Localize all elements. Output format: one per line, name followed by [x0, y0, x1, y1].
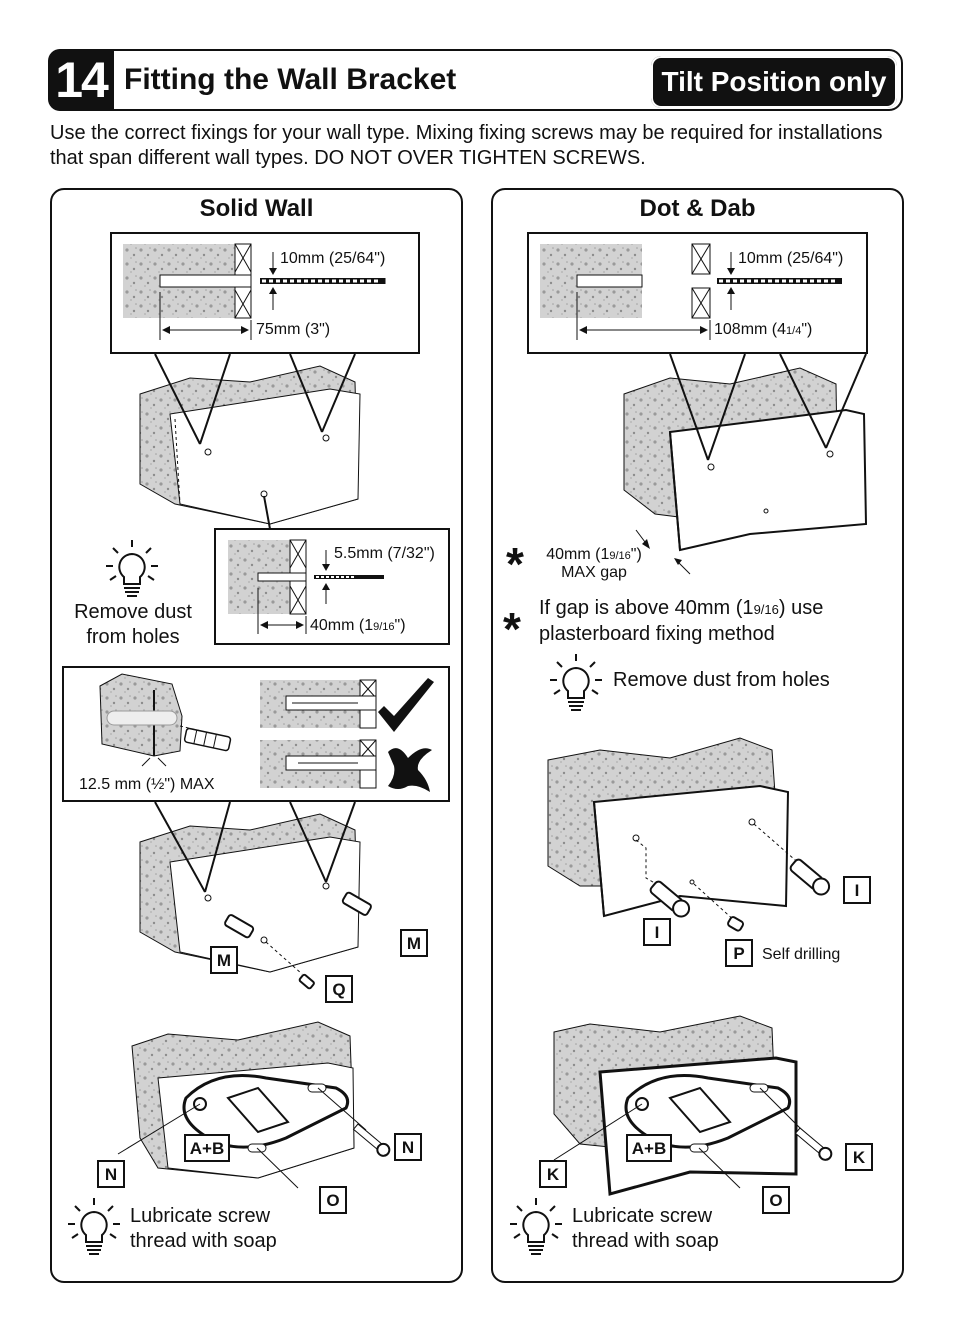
asterisk-note: * [503, 603, 521, 655]
solid-wall-title: Solid Wall [199, 195, 314, 222]
dotdab-wall-block-2 [547, 737, 831, 932]
solid-plug-max-label: 12.5 mm (½") MAX [79, 776, 215, 793]
tag-i-right: I [843, 876, 871, 904]
dot-dab-panel [491, 188, 904, 1283]
dotdab-bracket-drawing [553, 1015, 833, 1196]
solid-depth-label: 75mm (3") [256, 321, 331, 338]
lightbulb-icon [68, 1198, 120, 1255]
tag-n-left: N [97, 1160, 125, 1188]
lightbulb-icon [550, 654, 602, 711]
page-title: Fitting the Wall Bracket [124, 63, 457, 96]
tag-n-right: N [394, 1133, 422, 1161]
tag-ab-left: A+B [184, 1134, 230, 1162]
tag-i-left: I [643, 918, 671, 946]
dotdab-depth-label: 108mm (41/4") [714, 321, 813, 338]
dotdab-gap-label: 40mm (19/16")MAX gap [546, 546, 642, 581]
step-number: 14 [48, 49, 114, 111]
dot-dab-title: Dot & Dab [639, 195, 756, 222]
tag-m-left: M [210, 946, 238, 974]
solid-wall-panel [50, 188, 463, 1283]
intro-text: Use the correct fixings for your wall ty… [50, 122, 883, 169]
tag-ab-right: A+B [626, 1134, 672, 1162]
lightbulb-icon [106, 540, 158, 597]
tag-k-left: K [539, 1160, 567, 1188]
solid-bracket-drawing [117, 1021, 391, 1189]
lightbulb-icon [510, 1198, 562, 1255]
dotdab-dust-tip: Remove dust from holes [613, 669, 830, 691]
tag-k-right: K [845, 1143, 873, 1171]
solid-wall-block-1 [139, 353, 361, 530]
tag-m-right: M [400, 929, 428, 957]
asterisk-gap: * [506, 538, 524, 590]
self-drilling-label: Self drilling [762, 946, 841, 963]
solid-bit-label: 10mm (25/64") [280, 250, 386, 267]
tag-p: P [725, 939, 753, 967]
solid-pilot-depth-label: 40mm (19/16") [310, 617, 406, 634]
tilt-badge: Tilt Position only [651, 56, 897, 108]
solid-plug-drawing [99, 673, 434, 792]
tag-q: Q [325, 975, 353, 1003]
tag-o-left: O [319, 1186, 347, 1214]
solid-wall-block-2 [139, 801, 372, 990]
solid-pilot-bit-label: 5.5mm (7/32") [334, 545, 435, 562]
solid-drill-drawing [123, 243, 386, 340]
tag-o-right: O [762, 1186, 790, 1214]
solid-pilot-drawing [228, 539, 384, 634]
dotdab-bit-label: 10mm (25/64") [738, 250, 844, 267]
dotdab-wall-block-1 [623, 353, 868, 575]
dotdab-drill-drawing [540, 243, 842, 340]
